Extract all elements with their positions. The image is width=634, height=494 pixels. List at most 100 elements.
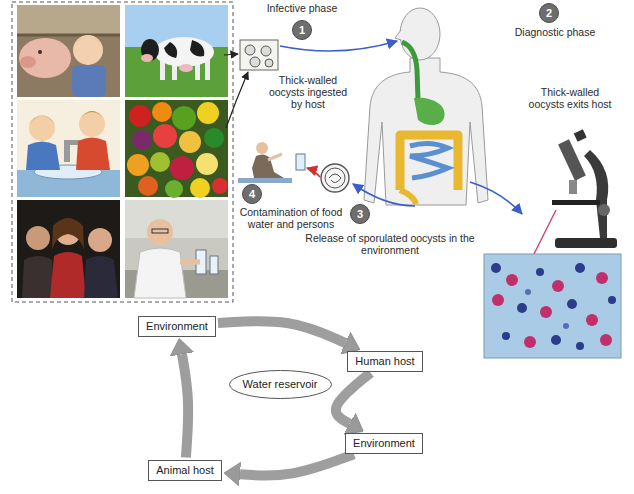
- laboratory-photo: [134, 248, 186, 298]
- handwashing-cartoon: [17, 100, 120, 197]
- reservoir-outline: [229, 370, 331, 398]
- fruit-vegetable-photo: [212, 178, 228, 194]
- photo-frame: [12, 2, 233, 302]
- oocyst-sample: [250, 57, 260, 67]
- stage-box: Human host: [347, 351, 423, 372]
- cow-photo: [141, 39, 159, 61]
- cycle-arrow: [182, 354, 188, 457]
- stained-slide-image: [484, 254, 621, 358]
- cow-photo: [190, 40, 204, 56]
- person-drinking: [238, 178, 292, 183]
- stained-slide-image: [491, 263, 501, 273]
- number-circle: [351, 205, 370, 224]
- reservoir-ellipse: Water reservoir: [229, 370, 332, 399]
- step-number: 3: [350, 204, 370, 224]
- fruit-vegetable-photo: [132, 130, 152, 150]
- sporulated-oocyst: [321, 164, 349, 192]
- stained-slide-image: [586, 314, 598, 326]
- child-pig-photo: [73, 35, 103, 65]
- microscope: [574, 129, 587, 141]
- cow-photo: [179, 64, 193, 72]
- annotation-text: Diagnostic phase: [505, 26, 605, 38]
- excretion-arrows: [353, 184, 415, 206]
- stained-slide-image: [502, 332, 510, 340]
- contamination-arrow: [307, 168, 320, 177]
- microscope: [584, 150, 608, 238]
- node-label: Environment: [146, 320, 208, 333]
- stained-slide-image: [492, 294, 504, 306]
- step-number: 4: [242, 184, 262, 204]
- stained-slide-image: [600, 334, 612, 346]
- oocyst-sample: [245, 45, 255, 55]
- sporulated-oocyst: [321, 164, 349, 192]
- stained-slide-image: [517, 303, 527, 313]
- number-circle: [540, 4, 559, 23]
- person-drinking: [296, 154, 305, 170]
- person-drinking: [268, 154, 282, 160]
- party-photo: [88, 228, 112, 252]
- oocyst-sample: [265, 59, 273, 67]
- handwashing-cartoon: [29, 116, 55, 124]
- fruit-vegetable-photo: [179, 131, 201, 153]
- microscope: [555, 238, 617, 248]
- child-pig-photo: [17, 5, 120, 97]
- fruit-vegetable-photo: [190, 178, 210, 198]
- cow-photo: [125, 5, 228, 97]
- child-pig-photo: [20, 56, 36, 68]
- cow-photo: [164, 42, 177, 58]
- excretion-arrows: [470, 182, 522, 214]
- node-label: Environment: [353, 437, 415, 450]
- laboratory-photo: [152, 229, 168, 233]
- party-photo: [50, 252, 86, 298]
- stage-box: Animal host: [148, 460, 222, 481]
- handwashing-cartoon: [29, 115, 55, 141]
- step-number-text: 2: [546, 7, 552, 20]
- human-body: [414, 98, 445, 125]
- annotation-text: Thick-walled oocysts exits host: [522, 86, 618, 110]
- laboratory-photo: [147, 220, 173, 228]
- photo-arrows: [226, 72, 248, 128]
- party-photo: [84, 256, 118, 298]
- person-drinking: [252, 154, 284, 178]
- child-pig-photo: [17, 5, 120, 35]
- step-number-text: 4: [249, 188, 255, 201]
- stained-slide-image: [575, 263, 585, 273]
- annotation-text: Infective phase: [256, 2, 348, 14]
- child-pig-photo: [72, 65, 106, 97]
- step-number: 2: [539, 3, 559, 23]
- photo-arrows: [224, 54, 238, 55]
- fruit-vegetable-photo: [150, 152, 170, 172]
- step-number-text: 3: [357, 208, 363, 221]
- cow-photo: [141, 54, 153, 62]
- stained-slide-image: [551, 335, 561, 345]
- party-photo: [22, 256, 54, 298]
- fruit-vegetable-photo: [125, 100, 228, 197]
- stained-slide-image: [576, 342, 584, 350]
- step-number-text: 1: [299, 24, 305, 37]
- human-body: [400, 135, 458, 190]
- oocyst-sample: [240, 40, 278, 70]
- laboratory-photo: [180, 260, 200, 265]
- handwashing-cartoon: [17, 100, 120, 197]
- fruit-vegetable-photo: [172, 106, 196, 130]
- human-body: [395, 30, 401, 40]
- handwashing-cartoon: [26, 142, 60, 171]
- party-photo: [17, 200, 120, 298]
- stained-slide-image: [524, 336, 536, 348]
- stained-slide-image: [506, 274, 518, 286]
- excretion-arrows: [353, 182, 522, 214]
- child-pig-photo: [19, 38, 71, 78]
- number-circle: [293, 21, 312, 40]
- child-pig-photo: [38, 50, 42, 54]
- stained-slide-image: [536, 268, 544, 276]
- node-label: Animal host: [156, 464, 213, 477]
- person-drinking: [238, 142, 305, 183]
- human-body: [402, 42, 418, 100]
- microscope: [569, 180, 577, 194]
- handwashing-cartoon: [79, 111, 105, 137]
- fruit-vegetable-photo: [129, 105, 151, 127]
- stage-box: Environment: [345, 433, 423, 454]
- ingestion-arrow: [280, 41, 397, 51]
- human-body: [410, 143, 448, 178]
